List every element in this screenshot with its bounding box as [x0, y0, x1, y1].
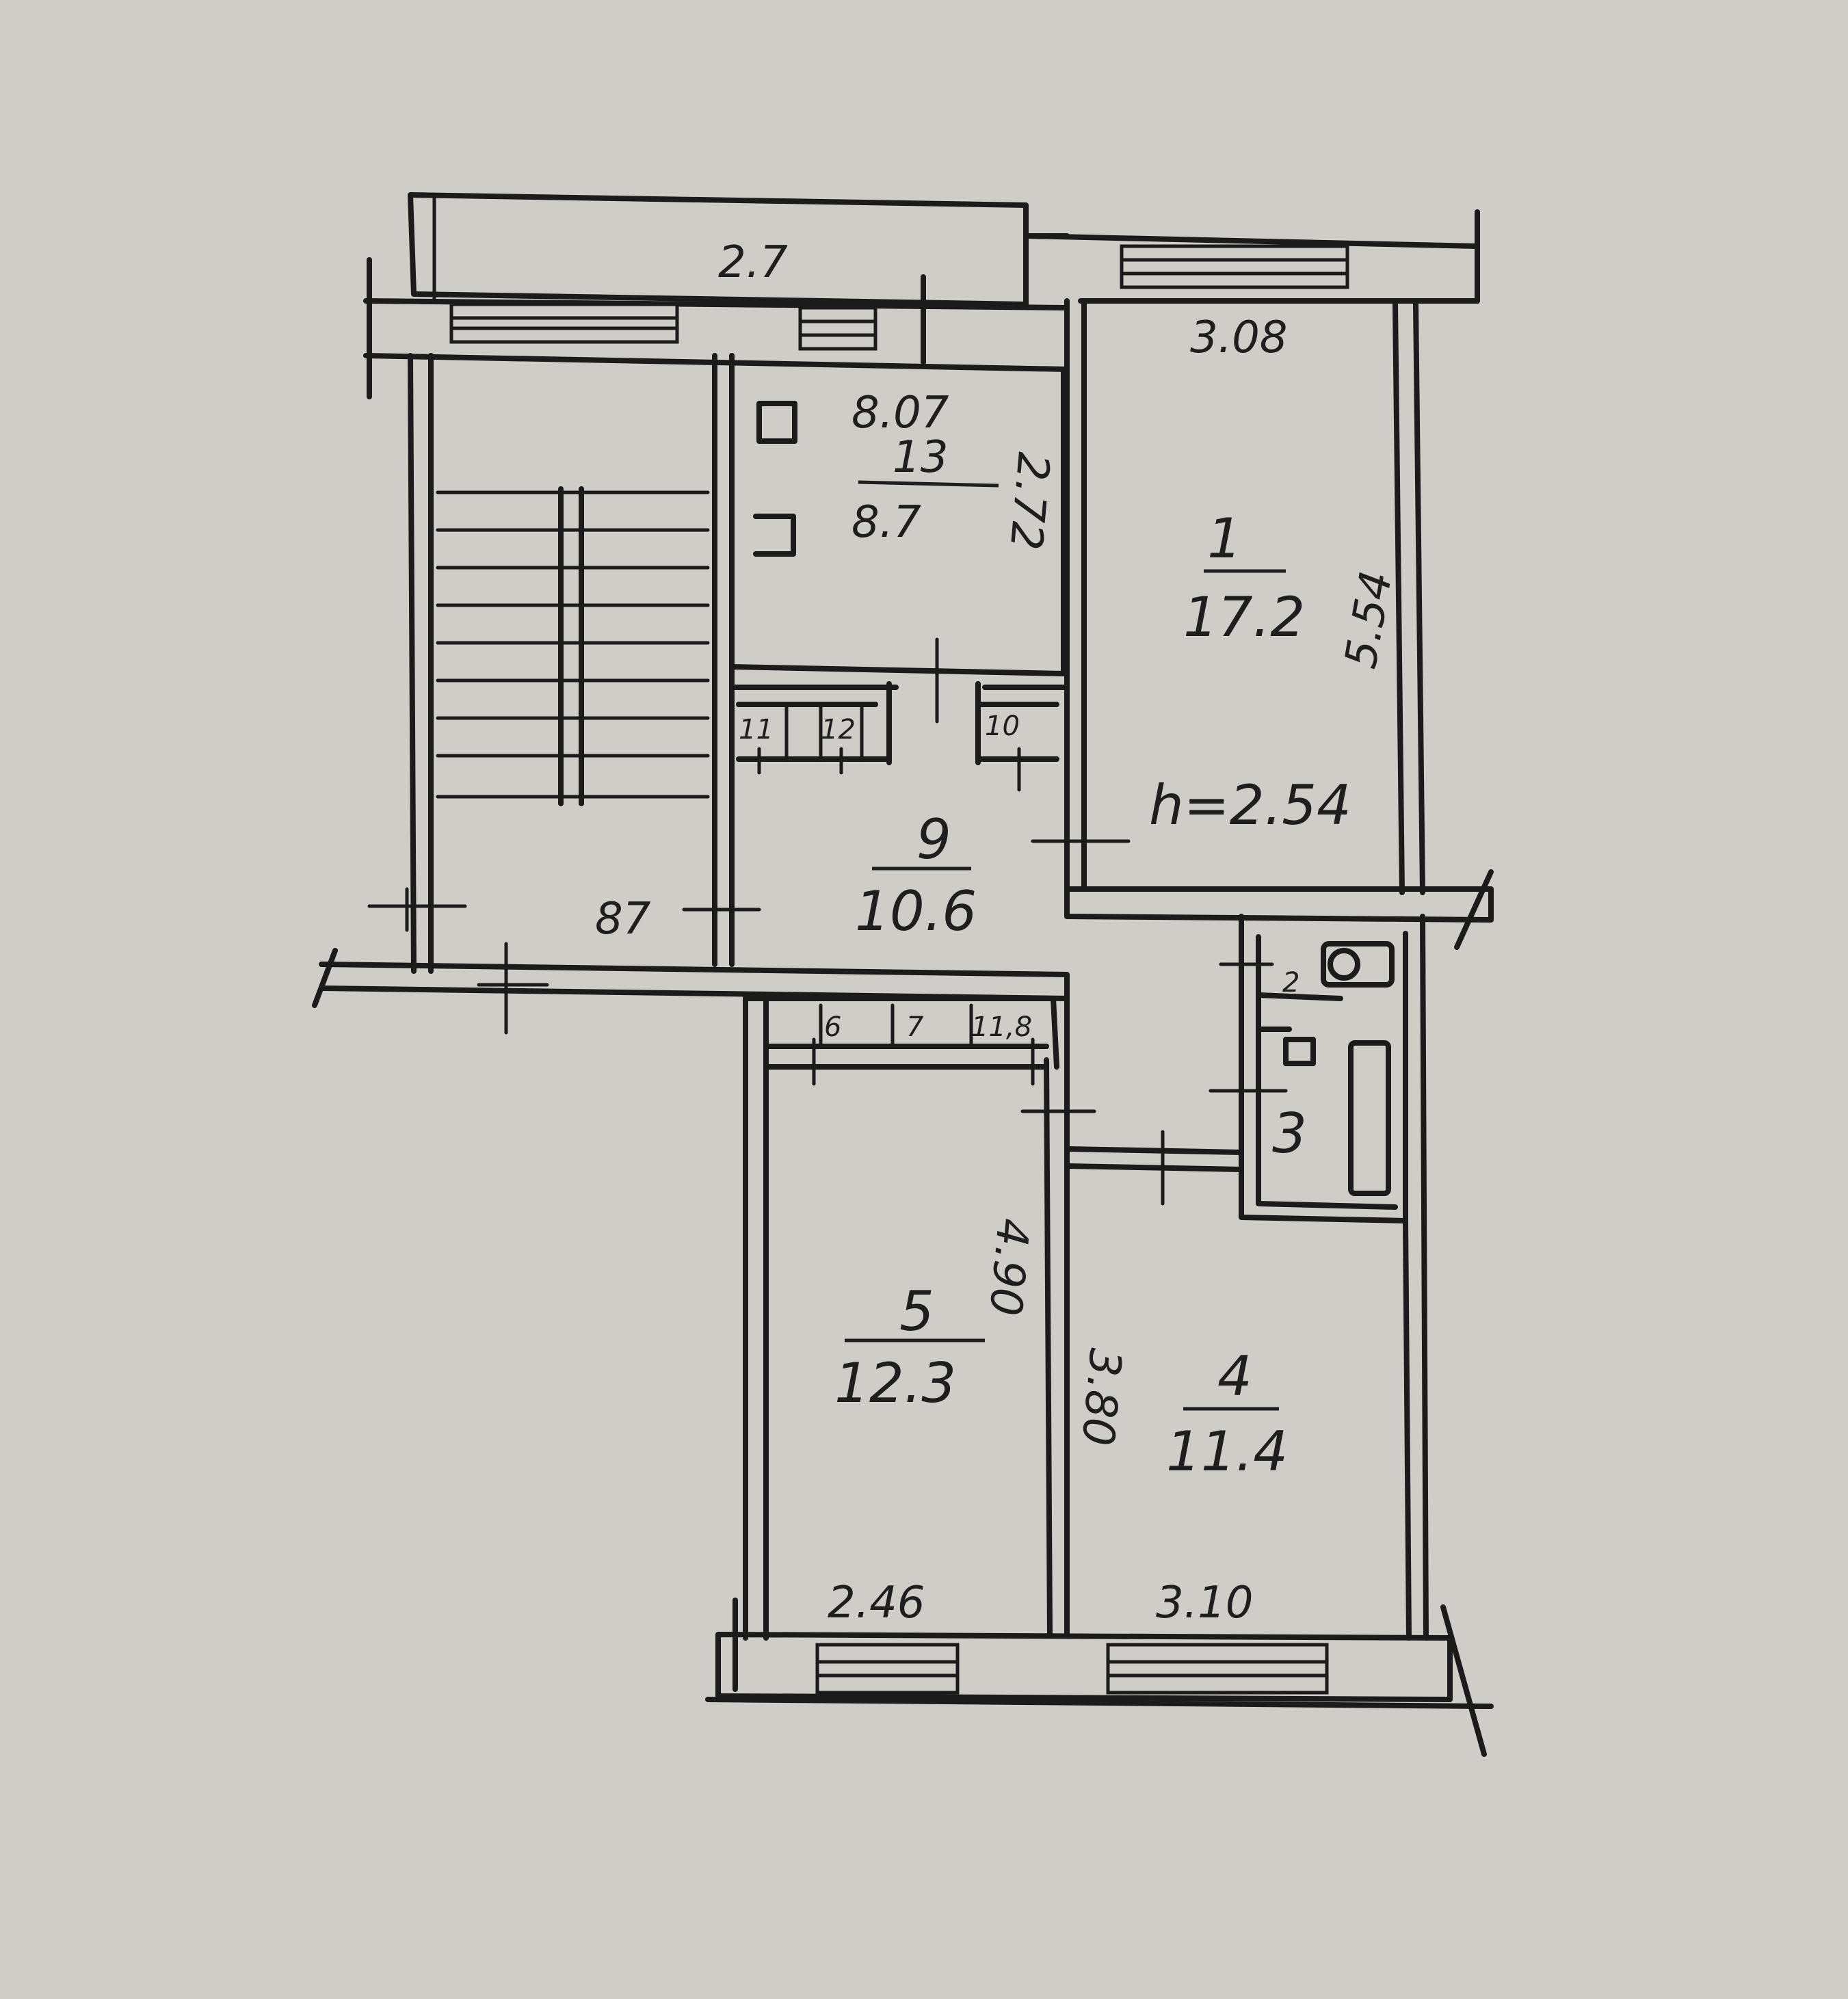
closet-7-label: 7 [906, 1011, 924, 1043]
hall-number-label: 9 [916, 808, 951, 871]
room-4-area-label: 11.4 [1166, 1420, 1288, 1483]
bottom-wall [705, 1598, 1494, 1757]
room-4-width-label: 3.10 [1156, 1578, 1254, 1628]
bathroom-number-label: 3 [1272, 1102, 1307, 1165]
window-room-1 [1120, 244, 1349, 289]
closet-12-label: 12 [821, 714, 856, 745]
ceiling-height-label: h=2.54 [1149, 773, 1351, 837]
closet-10-label: 10 [985, 711, 1020, 742]
stair-note-label: 87 [595, 894, 651, 944]
kitchen-dim-top-label: 8.07 [852, 388, 949, 438]
room-1-walls [1031, 298, 1494, 950]
room-4-number-label: 4 [1217, 1345, 1252, 1408]
room-1-length-label: 5.54 [1336, 568, 1403, 672]
sink-icon [753, 514, 796, 557]
closet-6-label: 6 [824, 1011, 841, 1043]
closet-11-label: 11 [739, 714, 774, 745]
stove-icon [756, 401, 797, 444]
corridor-wall [312, 942, 1070, 1035]
bathroom-walls [1209, 914, 1408, 1223]
hall-area-label: 10.6 [855, 879, 977, 943]
toilet-icon [1283, 1037, 1316, 1066]
room-5-width-label: 2.46 [828, 1578, 925, 1628]
room-5-number-label: 5 [899, 1280, 934, 1343]
kitchen-walls [729, 367, 1066, 724]
window-room-5 [815, 1643, 960, 1695]
kitchen-area-label: 8.7 [852, 497, 921, 548]
room-5-area-label: 12.3 [834, 1351, 956, 1415]
room-5-walls [743, 996, 1096, 1641]
room-1-width-label: 3.08 [1190, 313, 1288, 363]
closet-8-label: 11,8 [971, 1011, 1032, 1043]
bathtub-icon [1348, 1040, 1391, 1196]
washbasin-icon [1321, 941, 1395, 988]
window-kitchen [798, 306, 877, 351]
kitchen-number-label: 13 [893, 432, 948, 483]
room-4-walls [1064, 914, 1429, 1641]
room-1-area-label: 17.2 [1183, 585, 1305, 649]
wc-label: 2 [1282, 967, 1299, 998]
stairwell [367, 353, 761, 974]
closets-upper [736, 681, 1059, 792]
room-1-number-label: 1 [1207, 507, 1242, 570]
window-room-4 [1106, 1643, 1329, 1695]
room-5-length-label: 4.90 [979, 1217, 1038, 1318]
window-kitchen-stair [449, 302, 679, 344]
top-wall [363, 209, 1480, 399]
kitchen-dim-side-label: 2.72 [1000, 451, 1059, 552]
room-4-length-label: 3.80 [1072, 1347, 1131, 1448]
balcony-area-label: 2.7 [718, 237, 788, 288]
